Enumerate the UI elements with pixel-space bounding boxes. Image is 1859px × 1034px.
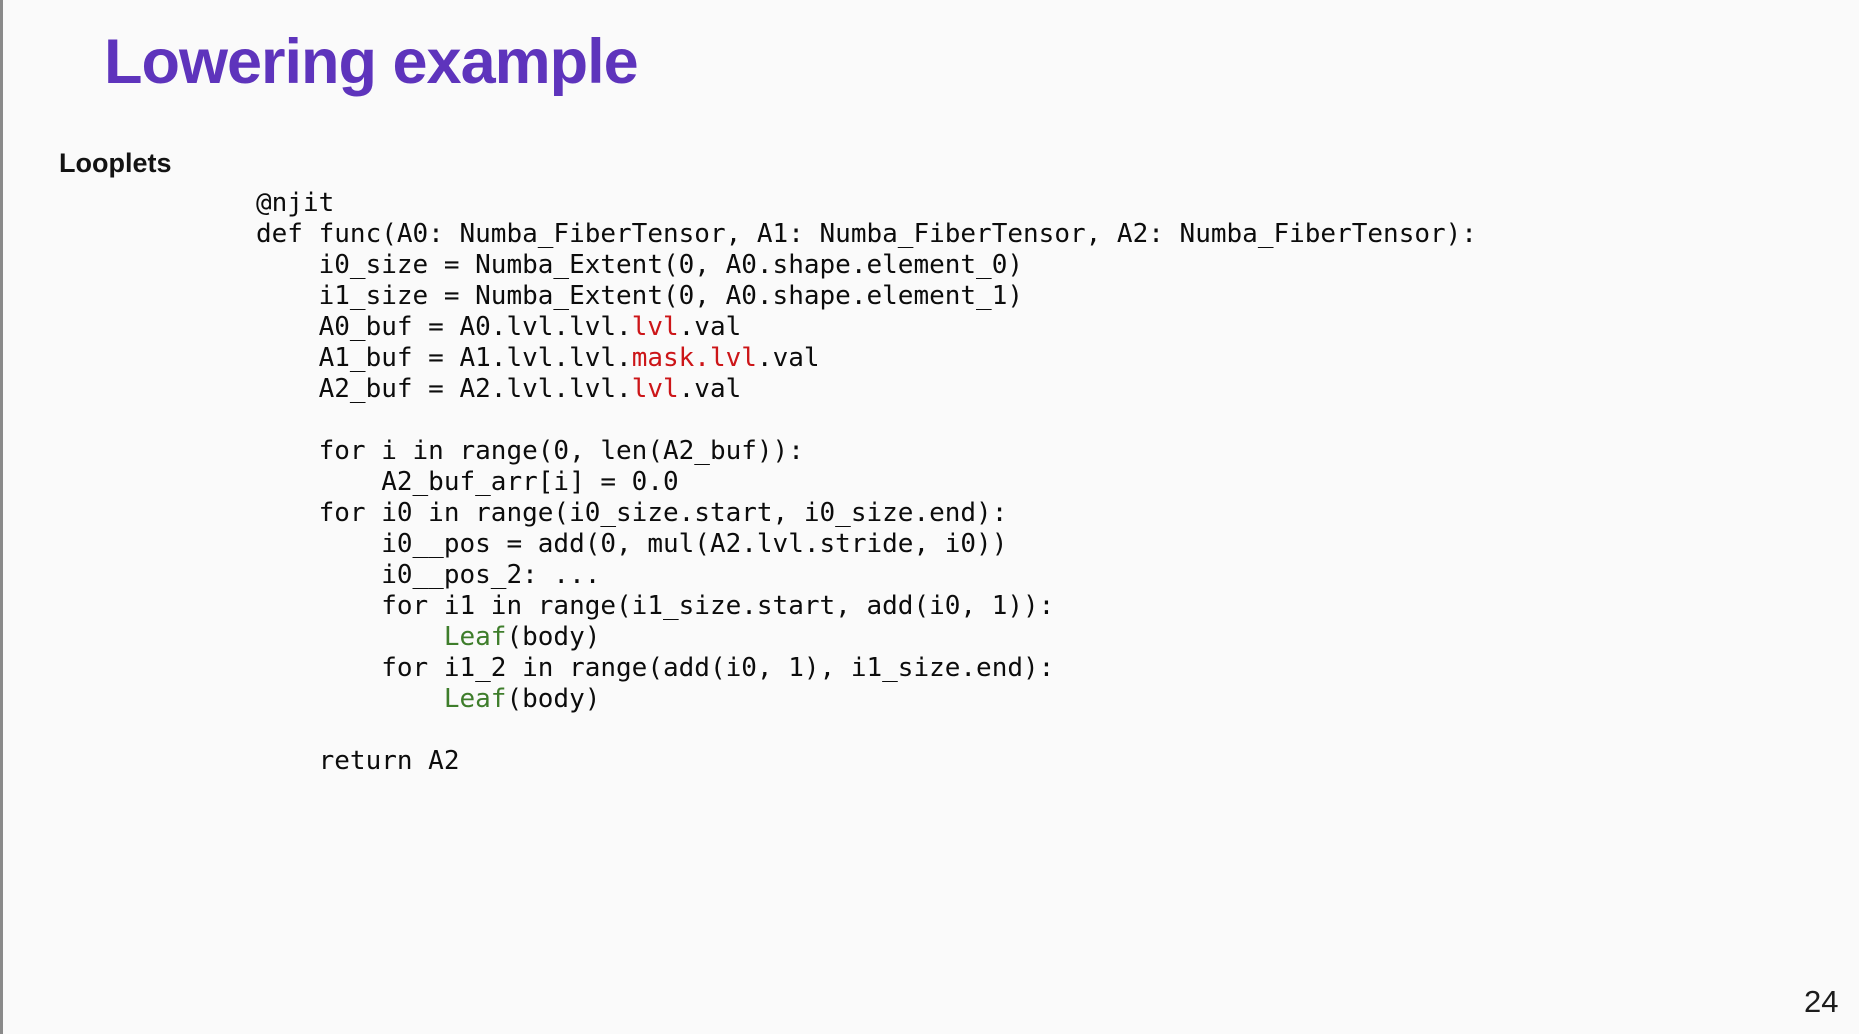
slide-title: Lowering example <box>104 27 639 97</box>
code-text: for i0 in range(i0_size.start, i0_size.e… <box>256 498 1008 528</box>
code-text: for i1_2 in range(add(i0, 1), i1_size.en… <box>256 653 1055 683</box>
code-text: i0__pos = add(0, mul(A2.lvl.stride, i0)) <box>256 529 1008 559</box>
code-text: def func(A0: Numba_FiberTensor, A1: Numb… <box>256 219 1477 249</box>
code-text: for i in range(0, len(A2_buf)): <box>256 436 804 466</box>
code-token-red: lvl <box>631 312 679 342</box>
code-token-green: Leaf <box>443 622 507 652</box>
code-token-red: lvl <box>631 374 679 404</box>
page-number: 24 <box>1804 984 1839 1019</box>
code-text: i0_size = Numba_Extent(0, A0.shape.eleme… <box>256 250 1024 280</box>
code-text: A1_buf = A1.lvl.lvl. <box>256 343 632 373</box>
code-token-green: Leaf <box>443 684 507 714</box>
code-text: A2_buf_arr[i] = 0.0 <box>256 467 679 497</box>
code-text: .val <box>756 343 820 373</box>
section-label-looplets: Looplets <box>59 148 172 178</box>
code-text <box>256 622 444 652</box>
code-text: @njit <box>256 188 335 218</box>
slide-left-edge-line <box>0 0 3 1034</box>
code-text: A2_buf = A2.lvl.lvl. <box>256 374 632 404</box>
code-text: (body) <box>506 684 601 714</box>
code-text: A0_buf = A0.lvl.lvl. <box>256 312 632 342</box>
code-text: i0__pos_2: ... <box>256 560 601 590</box>
code-token-red: mask.lvl <box>631 343 757 373</box>
code-text <box>256 684 444 714</box>
code-text: return A2 <box>256 746 460 776</box>
code-text: i1_size = Numba_Extent(0, A0.shape.eleme… <box>256 281 1024 311</box>
code-text: (body) <box>506 622 601 652</box>
code-text: for i1 in range(i1_size.start, add(i0, 1… <box>256 591 1055 621</box>
code-text: .val <box>678 312 742 342</box>
code-block: @njit def func(A0: Numba_FiberTensor, A1… <box>256 188 1477 777</box>
code-text: .val <box>678 374 742 404</box>
